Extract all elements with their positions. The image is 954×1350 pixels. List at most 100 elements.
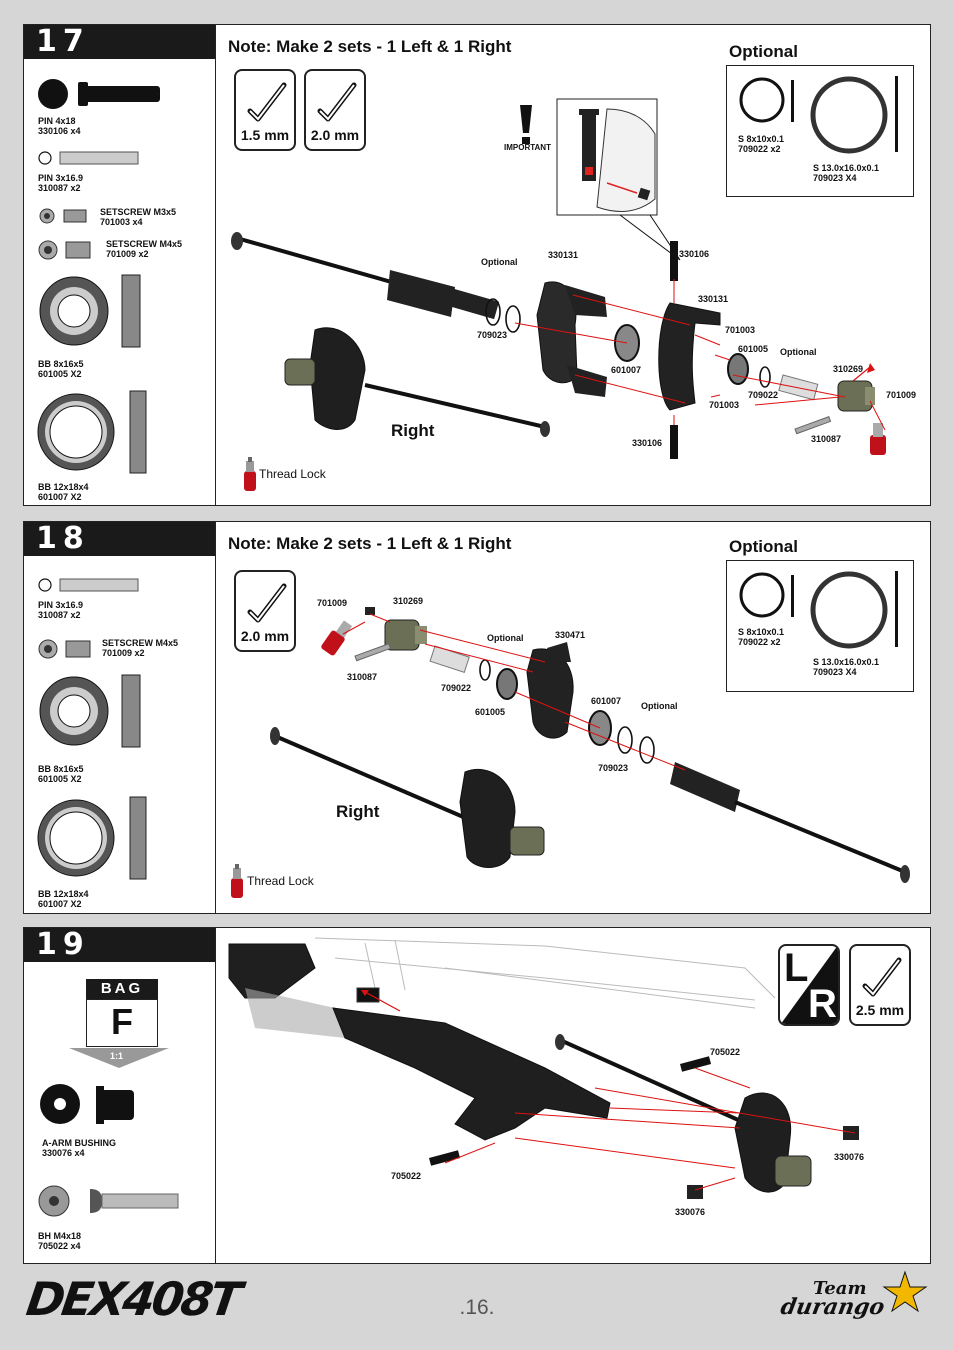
shim-large-icon [810,571,898,649]
hex-key-icon [862,957,902,997]
bearing-12x18-icon [37,796,147,880]
assembly-drawing [270,607,910,883]
star-icon [882,1270,928,1313]
a-arm-bushing-icon [40,1084,134,1124]
hex-key-icon [317,82,357,122]
brand-durango: durango [778,1294,887,1320]
callout-701003: 701003 [709,400,740,410]
callout-701003: 701003 [725,325,756,335]
callout-310269: 310269 [833,364,864,374]
step-number: 17 [24,25,215,59]
hex-key-1-5-tool: 1.5 mm [234,69,296,151]
step-note: Note: Make 2 sets - 1 Left & 1 Right [228,534,512,553]
axle-310269 [837,380,875,412]
pin-3x16-icon [38,151,139,165]
callout-709022: 709022 [441,683,472,693]
callout-705022: 705022 [710,1047,741,1057]
setscrew-m4-icon [38,240,91,260]
side-label: Right [391,421,435,440]
thread-lock-bottle [870,423,886,455]
shim-small-icon [739,77,794,123]
callout-optional: Optional [481,257,518,267]
callout-310087: 310087 [347,672,378,682]
callout-701009: 701009 [886,390,917,400]
hub-carrier-right [309,327,366,430]
lr-right-label: R [808,982,837,1026]
callout-330131: 330131 [548,250,579,260]
hex-key-icon [247,82,287,122]
a-arm [332,1007,611,1141]
scale-arrow-icon [69,1048,169,1068]
callout-601005: 601005 [475,707,506,717]
callout-optional: Optional [641,701,678,711]
chassis-outline [314,937,776,1009]
lr-left-label: L [784,946,809,990]
upright-330131 [658,302,721,411]
scale-label: 1:1 [110,1051,124,1061]
bearing-8x16-icon [39,674,141,748]
bearing-12x18-icon [37,390,147,474]
button-head-screw-icon [38,1185,179,1217]
step-18-diagram: Note: Make 2 sets - 1 Left & 1 Right 2.0… [215,522,930,913]
callout-optional: Optional [487,633,524,643]
optional-title: Optional [729,42,798,61]
pin-detail-inset [556,98,658,216]
callout-330106: 330106 [632,438,663,448]
important-icon [504,99,548,159]
bag-badge: BAG F [86,979,158,1049]
side-label: Right [336,802,380,821]
page-number: .16. [459,1296,495,1319]
callout-601005: 601005 [738,344,769,354]
pin-3x16-icon [38,578,139,592]
hex-key-2-5-tool: 2.5 mm [849,944,911,1026]
thread-lock-icon [231,864,243,898]
callout-310269: 310269 [393,596,424,606]
hex-key-2-0-tool: 2.0 mm [234,570,296,652]
bag-letter: F [111,1001,133,1042]
step-number: 18 [24,522,215,556]
hex-key-2-0-tool: 2.0 mm [304,69,366,151]
important-label: IMPORTANT [504,143,551,152]
callout-601007: 601007 [611,365,642,375]
drive-shaft [670,762,910,883]
assembly-leader-lines [514,279,886,431]
assembly-leader-lines [342,613,686,771]
callout-709023: 709023 [477,330,508,340]
optional-shims [485,298,521,333]
callout-705022: 705022 [391,1171,422,1181]
callout-701009: 701009 [317,598,348,608]
assembly-drawing [231,232,886,459]
thread-lock-label: Thread Lock [259,467,326,481]
left-right-badge: L R [778,944,840,1026]
brand-logo-right: Team durango [775,1270,930,1326]
assembly-leader-lines [444,1067,856,1191]
upright-330471 [526,648,574,739]
pin-310087 [794,416,832,435]
callout-601007: 601007 [591,696,622,706]
axle-310269 [384,619,427,651]
optional-title: Optional [729,537,798,556]
brand-team: Team [813,1278,867,1299]
callout-optional: Optional [780,347,817,357]
pin-4x18-icon [38,79,160,109]
bearing-601005 [727,353,749,385]
callout-330076: 330076 [675,1207,706,1217]
callout-709023: 709023 [598,763,629,773]
